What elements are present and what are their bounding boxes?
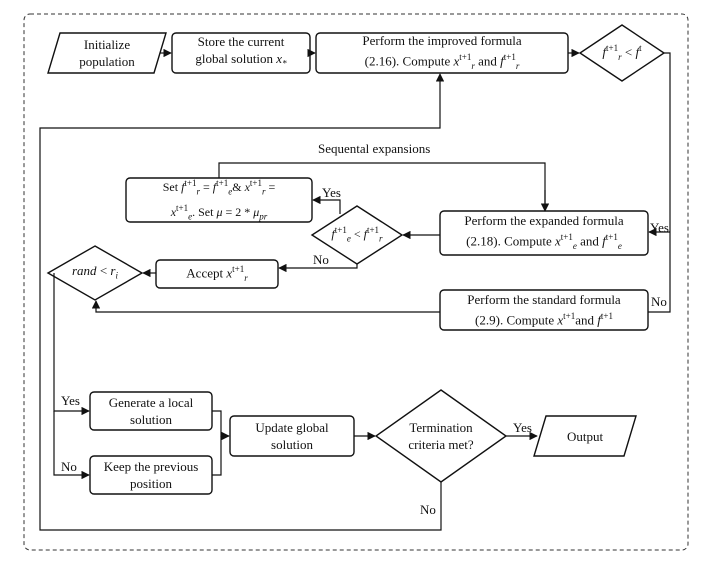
store-label: Store the current global solution x* — [195, 34, 287, 69]
accept-label: Accept xt+1r — [186, 264, 248, 283]
cond-main-label: ft+1r < ft — [602, 43, 642, 62]
accept-shape — [155, 259, 279, 289]
no-accept-label: No — [313, 252, 329, 267]
edge-rand-no-keep — [53, 411, 90, 480]
initialize-label: Initialize population — [79, 37, 135, 69]
no-keep-label: No — [61, 459, 77, 474]
standard-label: Perform the standard formula (2.9). Comp… — [467, 292, 621, 328]
set-label: Set ft+1r = ft+1e& xt+1r = xt+1e. Set μ … — [162, 177, 276, 222]
yes-generate-label: Yes — [61, 393, 80, 408]
standard-shape — [439, 289, 649, 331]
cond-main-shape — [578, 24, 666, 82]
cond-expanded-label: ft+1e < ft+1r — [331, 225, 383, 244]
rand-cond-shape — [46, 245, 144, 301]
yes-set-label: Yes — [322, 185, 341, 200]
output-shape — [533, 415, 637, 457]
initialize-shape — [47, 32, 167, 74]
update-label: Update global solution — [255, 420, 329, 452]
yes-main-label: Yes — [650, 220, 669, 235]
improved-label: Perform the improved formula (2.16). Com… — [362, 32, 522, 71]
expanded-label: Perform the expanded formula (2.18). Com… — [464, 212, 624, 251]
yes-output-label: Yes — [513, 420, 532, 435]
output-label: Output — [566, 428, 604, 444]
edge-cond-no-accept — [278, 263, 358, 273]
edge-termination-no-loop — [39, 73, 445, 531]
rand-cond-label: rand < ri — [72, 262, 118, 281]
edge-cond-main-no-loop — [648, 52, 671, 313]
edge-keep-update — [212, 436, 222, 476]
keep-label: Keep the previous position — [103, 459, 199, 491]
sequential-label: Sequental expansions — [318, 141, 431, 156]
edge-generate-update — [212, 410, 230, 441]
no-loop-label: No — [420, 502, 436, 517]
termination-label: Termination criteria met? — [408, 420, 474, 452]
edge-standard-to-rand — [91, 300, 440, 313]
edge-sequential-loop — [218, 162, 546, 211]
no-main-label: No — [651, 294, 667, 309]
outer-frame — [23, 13, 689, 551]
edge-cond-yes-set — [312, 195, 341, 214]
generate-label: Generate a local solution — [108, 395, 194, 427]
